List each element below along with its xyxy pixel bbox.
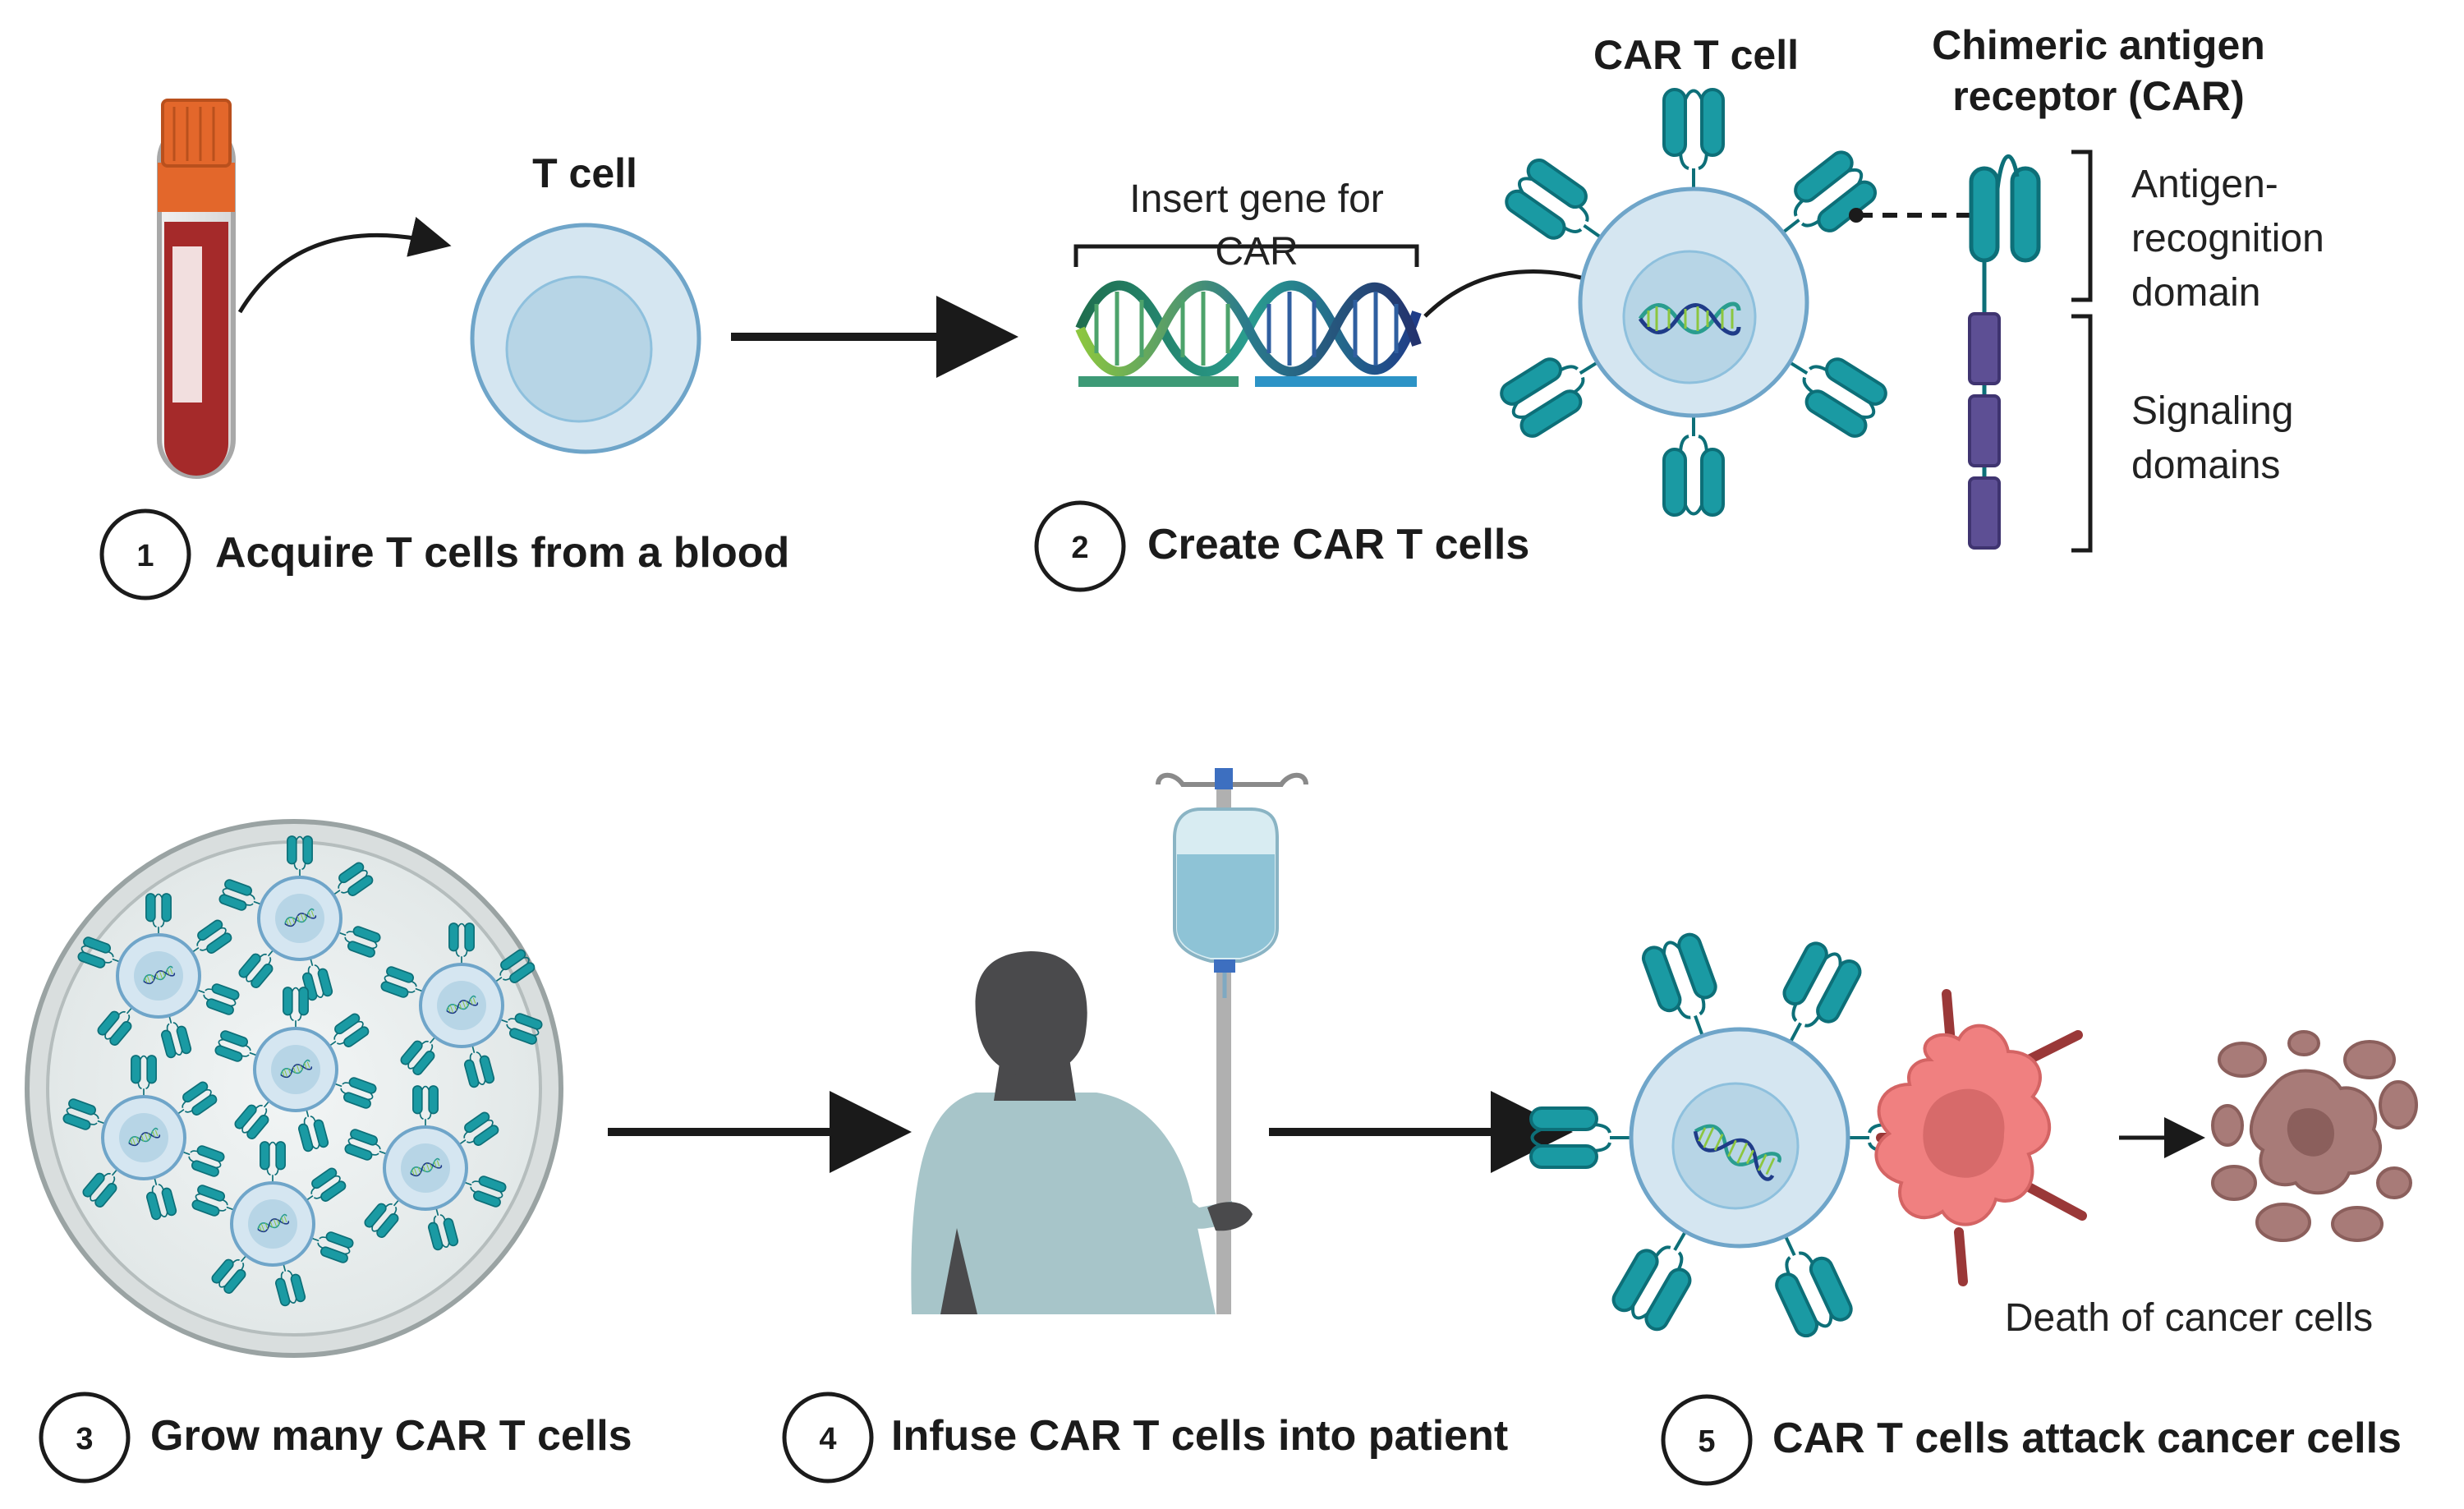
attacking-car-t-cell: [1529, 930, 1950, 1341]
step-3-number: 3: [76, 1422, 93, 1456]
car-t-cell-label: CAR T cell: [1593, 32, 1799, 78]
signaling-label-line2: domains: [2131, 444, 2280, 487]
patient-head: [975, 951, 1087, 1076]
car-receptor: [1529, 1106, 1634, 1169]
iv-stand: [1156, 768, 1308, 1314]
t-cell: [470, 223, 701, 454]
car-title-line1: Chimeric antigen: [1932, 22, 2265, 68]
step-2-label: Create CAR T cells: [1147, 521, 1529, 568]
antigen-label-line3: domain: [2131, 271, 2260, 315]
insert-gene-label-line1: Insert gene for: [1129, 177, 1384, 221]
step-3: 3 Grow many CAR T cells: [39, 1392, 632, 1484]
step-5-label: CAR T cells attack cancer cells: [1772, 1415, 2402, 1462]
step-5-number: 5: [1698, 1424, 1715, 1459]
death-label: Death of cancer cells: [2005, 1296, 2373, 1340]
signaling-domain: [1968, 394, 2001, 467]
car-receptor: [1662, 88, 1725, 193]
t-cell-label: T cell: [532, 150, 637, 196]
antigen-label-line1: Antigen-: [2131, 163, 2278, 206]
step-3-number-circle: [39, 1392, 131, 1484]
step-4: 4 Infuse CAR T cells into patient: [782, 1392, 1508, 1484]
insert-gene-bracket: [1073, 244, 1419, 267]
insert-gene-label-line2: CAR: [1215, 230, 1298, 274]
signaling-domain: [1968, 476, 2001, 550]
step-2-number: 2: [1071, 531, 1088, 565]
signaling-domain: [1968, 312, 2001, 385]
step-2-number-circle: [1034, 500, 1126, 592]
patient: [911, 951, 1253, 1314]
dead-cancer-cell-fragments: [2211, 1030, 2418, 1242]
step-1-number: 1: [136, 539, 154, 573]
step-1-label: Acquire T cells from a blood: [215, 529, 789, 577]
cancer-cell: [1874, 989, 2087, 1286]
step-1: 1 Acquire T cells from a blood: [99, 508, 789, 600]
step-4-number: 4: [819, 1422, 836, 1456]
tube-to-cell-arrow: [237, 216, 452, 314]
step-5-number-circle: [1661, 1394, 1753, 1486]
car-gene-dna: [1075, 280, 1422, 387]
car-t-cell: [1496, 88, 1892, 517]
petri-dish: [25, 819, 563, 1358]
signaling-label-line1: Signaling: [2131, 389, 2293, 433]
antigen-domain-bracket: [2071, 150, 2093, 302]
car-receptor-detail: [1968, 154, 2041, 550]
antigen-label-line2: recognition: [2131, 217, 2324, 260]
car-title-line2: receptor (CAR): [1952, 73, 2245, 119]
step-4-label: Infuse CAR T cells into patient: [891, 1412, 1508, 1460]
step-4-number-circle: [782, 1392, 874, 1484]
patient-gown: [911, 1093, 1216, 1314]
step-2: 2 Create CAR T cells: [1034, 500, 1529, 592]
step-5: 5 CAR T cells attack cancer cells: [1661, 1394, 2402, 1486]
step-1-number-circle: [99, 508, 191, 600]
signaling-domain-bracket: [2071, 314, 2093, 553]
blood-tube: [157, 99, 236, 479]
car-receptor: [1662, 412, 1725, 517]
step-3-label: Grow many CAR T cells: [150, 1412, 632, 1460]
